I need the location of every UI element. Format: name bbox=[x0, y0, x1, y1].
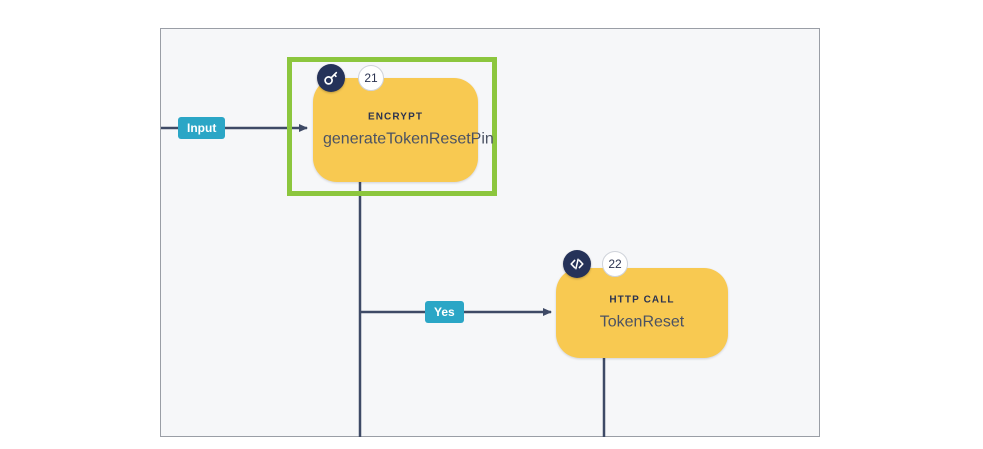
edge-label-yes[interactable]: Yes bbox=[425, 301, 464, 323]
flow-node-http-call-title: TokenReset bbox=[599, 313, 685, 331]
flow-node-http-call-number[interactable]: 22 bbox=[602, 251, 628, 277]
flow-node-encrypt-number[interactable]: 21 bbox=[358, 65, 384, 91]
flow-canvas[interactable] bbox=[160, 28, 820, 437]
flow-node-encrypt[interactable]: ENCRYPT generateTokenResetPin bbox=[313, 78, 494, 182]
flow-node-encrypt-title: generateTokenResetPin bbox=[323, 130, 494, 148]
flow-node-http-call[interactable]: HTTP CALL TokenReset bbox=[556, 268, 728, 358]
key-icon bbox=[317, 64, 345, 92]
flow-node-http-call-kind: HTTP CALL bbox=[609, 294, 675, 306]
flow-node-http-call-body: HTTP CALL TokenReset bbox=[556, 294, 728, 333]
node-selection-outline[interactable] bbox=[287, 57, 497, 196]
flow-node-encrypt-kind: ENCRYPT bbox=[367, 111, 424, 123]
edge-label-input[interactable]: Input bbox=[178, 117, 226, 139]
code-icon bbox=[563, 250, 591, 278]
flow-node-encrypt-body: ENCRYPT generateTokenResetPin bbox=[313, 111, 494, 150]
